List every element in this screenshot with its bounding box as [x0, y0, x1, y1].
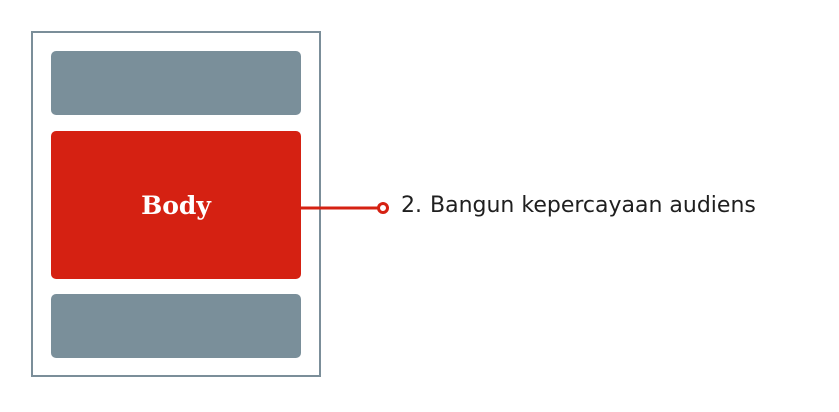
body-section-block: Body	[51, 131, 301, 279]
top-section-block	[51, 51, 301, 115]
callout-description: Bangun kepercayaan audiens	[430, 193, 756, 218]
body-section-label: Body	[141, 190, 211, 220]
callout-label: 2. Bangun kepercayaan audiens	[401, 192, 756, 220]
callout-number: 2.	[401, 193, 422, 218]
bottom-section-block	[51, 294, 301, 358]
page-outline: Body	[31, 31, 321, 377]
connector-endpoint-circle	[377, 202, 389, 214]
